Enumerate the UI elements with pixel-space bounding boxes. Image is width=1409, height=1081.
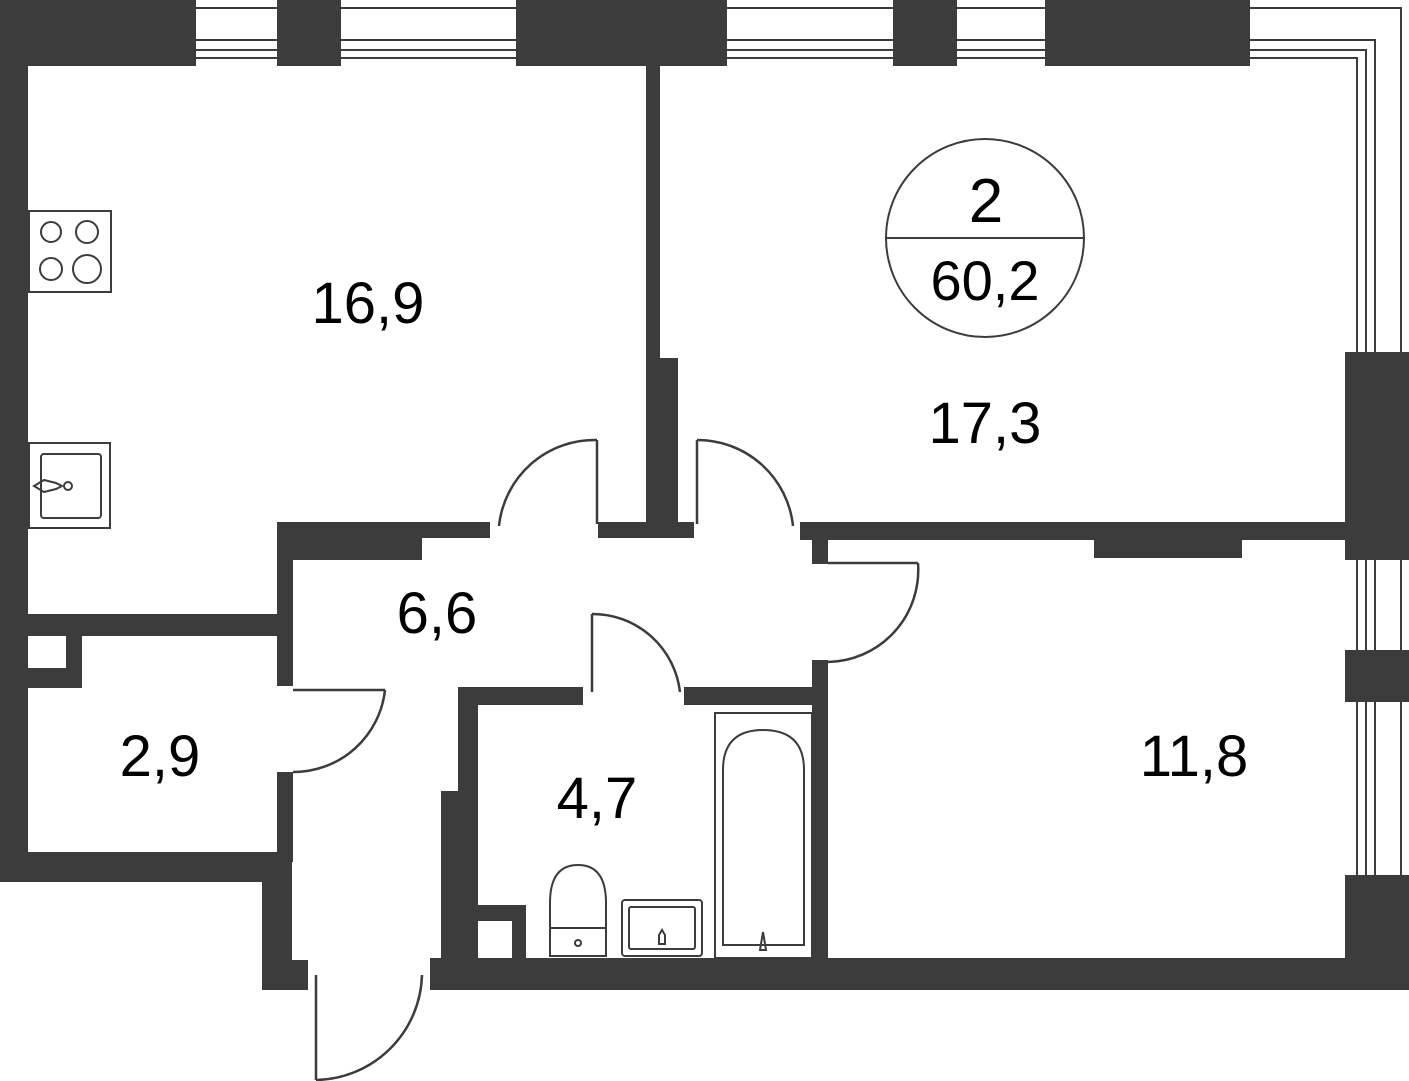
room-area-bedroom-2: 11,8 xyxy=(1140,724,1249,789)
door-bathroom[interactable] xyxy=(590,612,682,693)
kitchen-sink-icon xyxy=(28,442,111,529)
toilet-icon xyxy=(549,863,607,957)
windows xyxy=(196,7,1402,875)
bathroom-sink-icon xyxy=(621,899,703,957)
apartment-badge: 2 60,2 xyxy=(885,138,1085,338)
room-area-bathroom: 4,7 xyxy=(557,766,638,831)
door-kitchen[interactable] xyxy=(497,438,599,527)
total-area: 60,2 xyxy=(931,249,1040,312)
door-bedroom[interactable] xyxy=(695,438,795,527)
room-area-storage: 2,9 xyxy=(120,724,201,789)
bathtub-icon xyxy=(714,712,813,959)
room-area-kitchen: 16,9 xyxy=(312,271,425,336)
doors xyxy=(292,438,920,1081)
room-area-hallway: 6,6 xyxy=(397,581,478,646)
door-bedroom-2[interactable] xyxy=(827,561,920,664)
stove-icon xyxy=(28,210,112,293)
room-area-bedroom: 17,3 xyxy=(929,391,1042,456)
door-storage[interactable] xyxy=(292,688,387,774)
door-entrance[interactable] xyxy=(314,974,424,1081)
rooms-count: 2 xyxy=(969,167,1003,236)
walls xyxy=(0,0,1409,990)
